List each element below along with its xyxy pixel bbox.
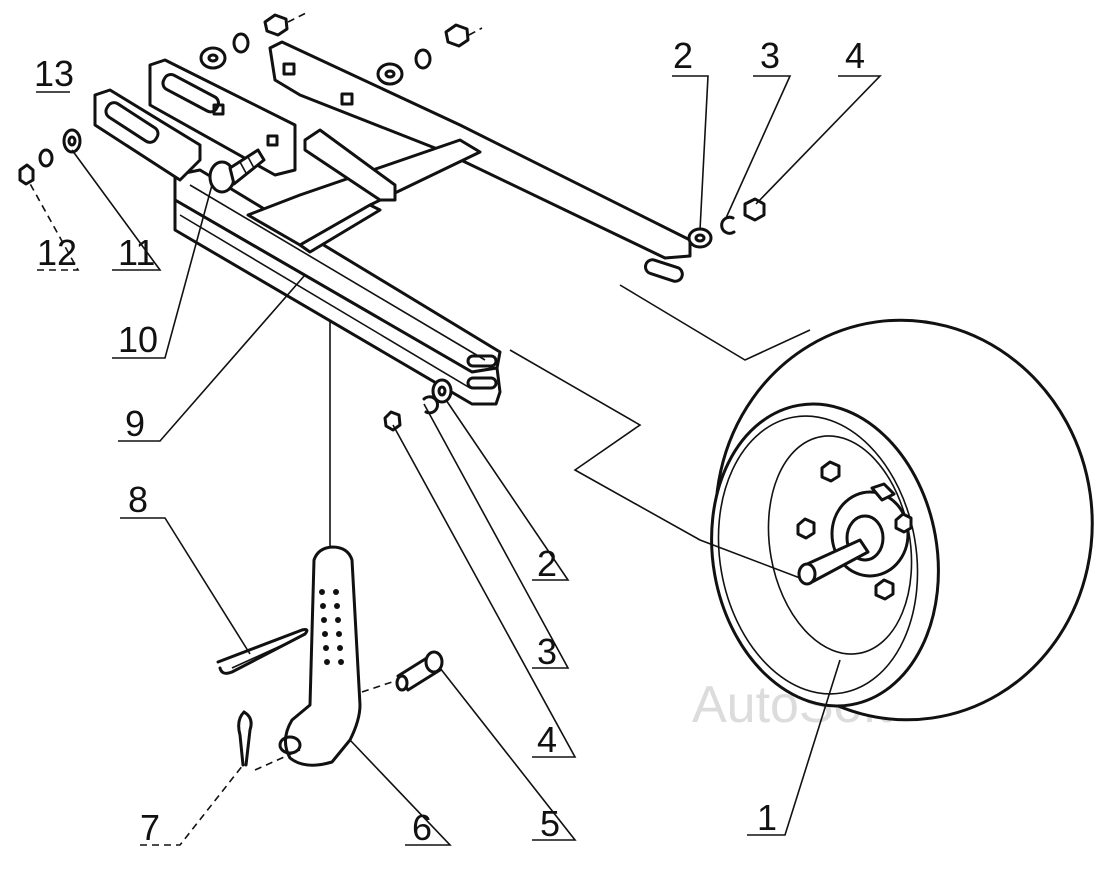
callout-label-12: 12 xyxy=(37,232,77,273)
callout-label-7: 7 xyxy=(140,807,160,848)
assembly-lines xyxy=(254,284,811,771)
callout-label-3b: 3 xyxy=(537,631,557,672)
callout-label-9: 9 xyxy=(125,403,145,444)
bolt xyxy=(208,148,266,194)
callout-labels: 1 2 3 4 5 6 7 8 9 10 11 12 13 2 3 4 xyxy=(34,35,865,848)
hairpin-clip xyxy=(216,628,309,675)
callout-label-1: 1 xyxy=(757,797,777,838)
callout-label-6: 6 xyxy=(412,807,432,848)
callout-label-13: 13 xyxy=(34,53,74,94)
pin xyxy=(395,650,444,692)
right-lower-hardware xyxy=(383,378,453,432)
callout-label-11: 11 xyxy=(118,232,155,273)
callout-label-4b: 4 xyxy=(537,719,557,760)
callout-label-4: 4 xyxy=(845,35,865,76)
callout-label-2: 2 xyxy=(673,35,693,76)
callout-label-2b: 2 xyxy=(537,543,557,584)
callout-label-10: 10 xyxy=(118,319,158,360)
stand-holes xyxy=(319,589,344,665)
callout-label-3: 3 xyxy=(760,35,780,76)
axle-frame xyxy=(93,40,692,406)
cotter-pin xyxy=(237,710,253,767)
frame-top-hardware xyxy=(199,11,483,86)
leader-lines xyxy=(27,75,882,846)
callout-label-5: 5 xyxy=(540,803,560,844)
left-hardware xyxy=(18,128,82,186)
callout-label-8: 8 xyxy=(128,479,148,520)
wheel xyxy=(710,318,1094,722)
stand-leg xyxy=(278,545,362,767)
